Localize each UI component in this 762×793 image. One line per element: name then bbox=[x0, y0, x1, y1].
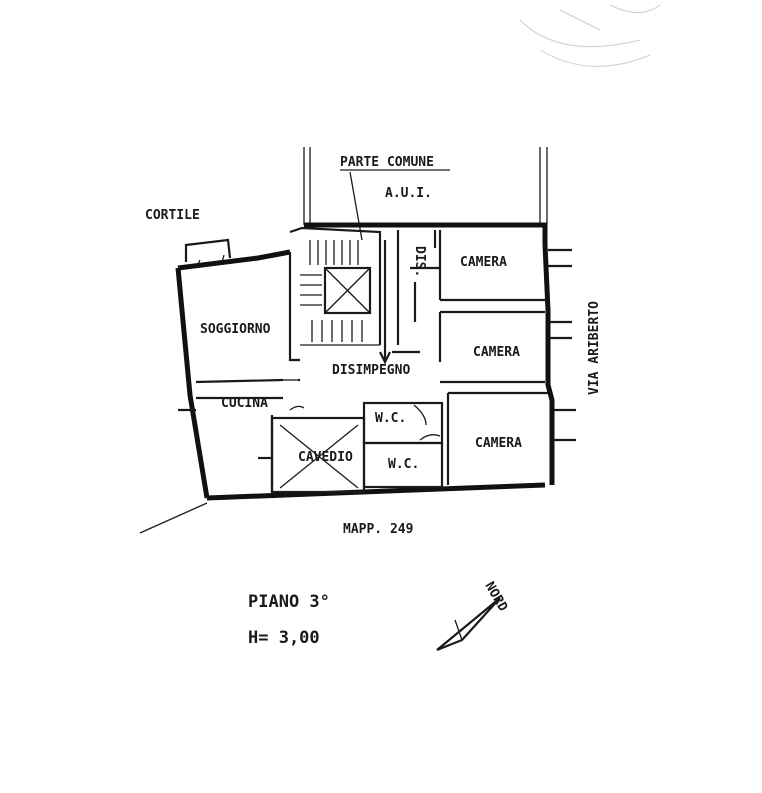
label-soggiorno: SOGGIORNO bbox=[200, 322, 271, 337]
label-via-ariberto: VIA ARIBERTO bbox=[587, 301, 602, 395]
label-disimpegno: DISIMPEGNO bbox=[332, 363, 410, 378]
label-aui: A.U.I. bbox=[385, 186, 432, 201]
label-piano: PIANO 3° bbox=[248, 592, 330, 612]
label-altezza: H= 3,00 bbox=[248, 628, 320, 648]
windows bbox=[178, 248, 576, 460]
outer-walls bbox=[139, 222, 555, 534]
north-arrow bbox=[436, 597, 501, 652]
label-dis: DIS. bbox=[412, 246, 427, 277]
label-cavedio: CAVEDIO bbox=[298, 450, 353, 465]
label-camera-2: CAMERA bbox=[473, 345, 520, 360]
cortile-bay bbox=[184, 238, 232, 269]
label-wc-2: W.C. bbox=[388, 457, 419, 472]
interior-walls bbox=[195, 226, 548, 494]
label-parte-comune: PARTE COMUNE bbox=[340, 155, 434, 170]
label-cortile: CORTILE bbox=[145, 208, 200, 223]
label-cucina: CUCINA bbox=[221, 396, 268, 411]
label-camera-3: CAMERA bbox=[475, 436, 522, 451]
label-camera-1: CAMERA bbox=[460, 255, 507, 270]
common-area-lines bbox=[303, 147, 548, 241]
label-wc-1: W.C. bbox=[375, 411, 406, 426]
stamp-mark bbox=[519, 4, 661, 67]
label-mapp: MAPP. 249 bbox=[343, 522, 413, 537]
